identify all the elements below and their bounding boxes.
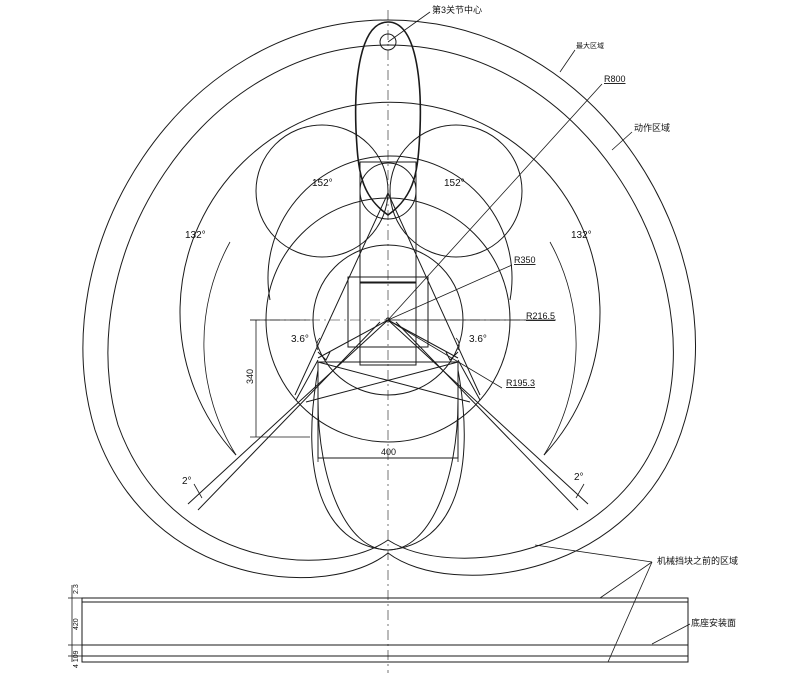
label-mech-stop-area: 机械挡块之前的区域 (657, 555, 738, 566)
linkage-notch-left (317, 351, 331, 361)
angle-152-left: 152° (312, 178, 333, 189)
work-arc-medium (267, 155, 513, 301)
label-motion-area: 动作区域 (634, 122, 670, 133)
dim-2-3: 2.3 (73, 584, 80, 594)
max-area-leader (559, 49, 576, 73)
angle-2-right-tick (575, 483, 585, 499)
linkage-notch-right (445, 351, 459, 361)
r350-leader (387, 264, 513, 321)
stop-line-right-mid (457, 359, 481, 401)
angle-3-6-right: 3.6° (469, 334, 487, 345)
mech-stop-leader (534, 544, 653, 563)
linkage-cross-a (317, 361, 471, 403)
lower-lobe-left (311, 369, 459, 551)
linkage-cross-b (305, 361, 459, 403)
dim-420: 420 (73, 618, 80, 630)
stop-line-right-inner (395, 321, 579, 511)
dim-r800: R800 (604, 74, 626, 84)
angle-2-left-tick (193, 483, 203, 499)
base-plate-outline (81, 597, 689, 663)
dim-r195: R195.3 (506, 378, 535, 388)
stop-line-left-outer (187, 319, 389, 505)
base-mount-leader (651, 623, 691, 645)
angle-3-6-left: 3.6° (291, 334, 309, 345)
label-max-area: 最大区域 (576, 41, 604, 50)
motion-area-leader (611, 131, 633, 151)
max-area-boundary (82, 19, 696, 579)
stop-line-left-inner (197, 321, 381, 511)
dim-r350: R350 (514, 255, 536, 265)
stop-line-left-mid (295, 359, 319, 401)
angle-132-left-arc (203, 241, 237, 456)
dim-400: 400 (381, 447, 396, 457)
stop-line-right-outer (387, 319, 589, 505)
dim-340: 340 (245, 369, 255, 384)
angle-2-right: 2° (574, 472, 584, 483)
r800-leader (387, 83, 603, 321)
label-base-mount-surface: 底座安装面 (691, 617, 736, 628)
base-center-point (385, 317, 391, 323)
dim-r216: R216.5 (526, 311, 555, 321)
joint3-leader (387, 11, 431, 43)
mech-stop-leader-2 (599, 561, 653, 599)
angle-3-6-left-arc (316, 337, 321, 351)
dim-4-109: 4 109 (73, 650, 80, 668)
angle-132-right: 132° (571, 230, 592, 241)
lower-lobe-right (317, 369, 465, 551)
label-joint3-center: 第3关节中心 (432, 4, 482, 15)
work-arc-large (179, 101, 601, 456)
angle-132-right-arc (543, 241, 577, 456)
angle-3-6-right-arc (455, 337, 460, 351)
angle-152-right: 152° (444, 178, 465, 189)
circle-top-right (389, 124, 523, 258)
angle-2-left: 2° (182, 476, 192, 487)
motion-area-boundary (107, 44, 674, 561)
angle-132-left: 132° (185, 230, 206, 241)
arm-rect-upper (359, 161, 417, 283)
r195-leader (387, 319, 503, 389)
